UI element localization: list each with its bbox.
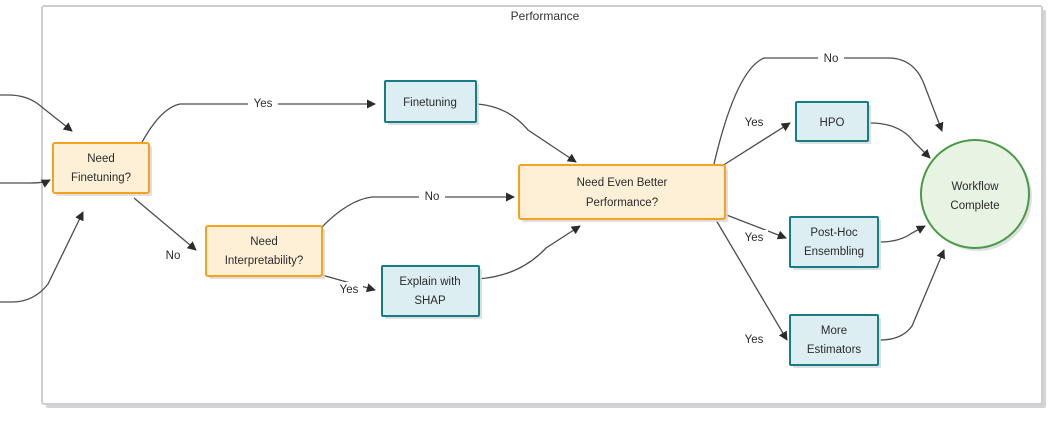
edge-shap-to-performance — [477, 225, 581, 280]
node-need-finetuning-line2: Finetuning? — [71, 172, 131, 184]
node-post-hoc-ensembling[interactable]: Post-Hoc Ensembling — [789, 216, 881, 270]
node-explain-with-shap-line2: SHAP — [414, 295, 446, 307]
node-finetuning-label: Finetuning — [403, 97, 457, 109]
edge-label-estimators-yes: Yes — [745, 334, 764, 346]
node-need-interpretability[interactable]: Need Interpretability? — [205, 225, 325, 279]
node-more-estimators[interactable]: More Estimators — [789, 314, 881, 368]
edge-performance-yes-to-hpo — [721, 122, 791, 167]
node-post-hoc-ensembling-line1: Post-Hoc — [810, 227, 858, 239]
node-explain-with-shap[interactable]: Explain with SHAP — [381, 265, 482, 319]
edge-label-performance-no: No — [824, 53, 839, 65]
node-hpo[interactable]: HPO — [795, 101, 871, 144]
edge-interpretability-no-to-performance — [320, 192, 515, 229]
node-post-hoc-ensembling-line2: Ensembling — [804, 246, 864, 258]
edge-estimators-to-workflow-complete — [879, 249, 946, 341]
edge-label-finetuning-yes: Yes — [254, 98, 273, 110]
edge-external-top-to-need-finetuning — [0, 94, 73, 132]
edge-performance-no-to-workflow-complete — [713, 57, 944, 165]
node-finetuning[interactable]: Finetuning — [384, 80, 479, 125]
node-performance-line2: Performance? — [586, 197, 658, 209]
edge-label-interpretability-no: No — [425, 191, 440, 203]
edge-label-interpretability-yes: Yes — [340, 284, 359, 296]
node-need-even-better-performance[interactable]: Need Even Better Performance? — [518, 164, 728, 222]
node-need-finetuning-line1: Need — [87, 153, 115, 165]
edge-finetuning-to-performance — [475, 103, 577, 163]
node-more-estimators-line2: Estimators — [807, 344, 862, 356]
node-performance-line1: Need Even Better — [577, 177, 668, 189]
edge-need-finetuning-yes-to-finetuning — [139, 99, 376, 147]
node-more-estimators-line1: More — [821, 325, 847, 337]
edge-ensembling-to-workflow-complete — [879, 225, 926, 243]
edge-layer: Yes No No Yes No Yes — [0, 51, 946, 347]
node-hpo-label: HPO — [820, 117, 845, 129]
node-need-finetuning[interactable]: Need Finetuning? — [52, 142, 152, 196]
edge-label-ensembling-yes: Yes — [745, 232, 764, 244]
node-workflow-complete-line2: Complete — [950, 200, 999, 212]
edge-hpo-to-workflow-complete — [869, 122, 931, 159]
edge-label-hpo-yes: Yes — [745, 117, 764, 129]
node-workflow-complete-line1: Workflow — [951, 181, 999, 193]
edge-label-finetuning-no: No — [166, 250, 181, 262]
edge-performance-yes-to-estimators — [715, 219, 788, 341]
group-title-label: Performance — [511, 9, 580, 23]
node-need-interpretability-line2: Interpretability? — [225, 255, 304, 267]
edge-need-finetuning-no-to-interpretability — [133, 197, 197, 251]
edge-performance-yes-to-ensembling — [723, 213, 787, 240]
node-need-interpretability-line1: Need — [250, 236, 278, 248]
edge-external-mid-to-need-finetuning — [0, 179, 51, 188]
edge-external-bottom-to-need-finetuning — [0, 211, 84, 303]
node-workflow-complete[interactable]: Workflow Complete — [920, 139, 1032, 251]
node-explain-with-shap-line1: Explain with — [399, 276, 460, 288]
